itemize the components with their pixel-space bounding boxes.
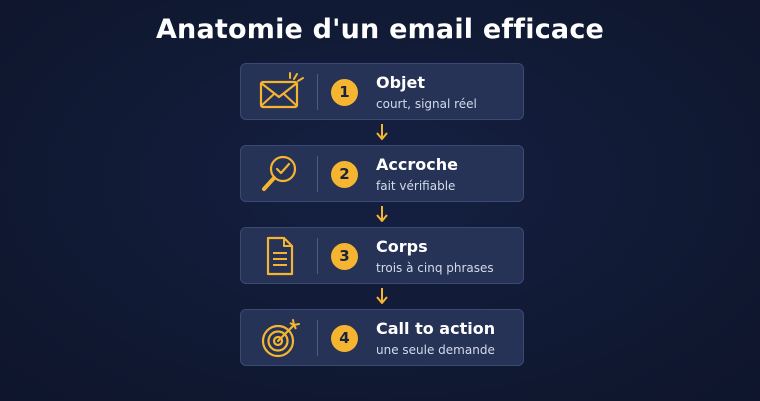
page-title: Anatomie d'un email efficace [155, 14, 605, 45]
step-heading: Corps [376, 237, 428, 256]
step-heading: Call to action [376, 319, 496, 338]
divider [317, 156, 318, 192]
step-subtitle: fait vérifiable [376, 179, 456, 193]
down-arrow-icon [240, 284, 524, 309]
step-card-accroche: 2 Accroche fait vérifiable [240, 145, 524, 202]
step-number-badge: 4 [331, 325, 358, 352]
envelope-icon [249, 70, 309, 114]
down-arrow-icon [240, 120, 524, 145]
step-number-badge: 2 [331, 161, 358, 188]
step-subtitle: court, signal réel [376, 97, 477, 111]
step-heading: Objet [376, 73, 426, 92]
step-number-badge: 3 [331, 243, 358, 270]
step-subtitle: une seule demande [376, 343, 495, 357]
magnifier-check-icon [249, 152, 309, 196]
down-arrow-icon [240, 202, 524, 227]
steps-flow: 1 Objet court, signal réel 2 Accroche f [240, 63, 526, 366]
step-card-call-to-action: 4 Call to action une seule demande [240, 309, 524, 366]
step-heading: Accroche [376, 155, 458, 174]
step-card-corps: 3 Corps trois à cinq phrases [240, 227, 524, 284]
target-arrow-icon [249, 316, 309, 360]
step-subtitle: trois à cinq phrases [376, 261, 494, 275]
divider [317, 238, 318, 274]
divider [317, 74, 318, 110]
document-icon [249, 234, 309, 278]
divider [317, 320, 318, 356]
step-card-objet: 1 Objet court, signal réel [240, 63, 524, 120]
step-number-badge: 1 [331, 79, 358, 106]
